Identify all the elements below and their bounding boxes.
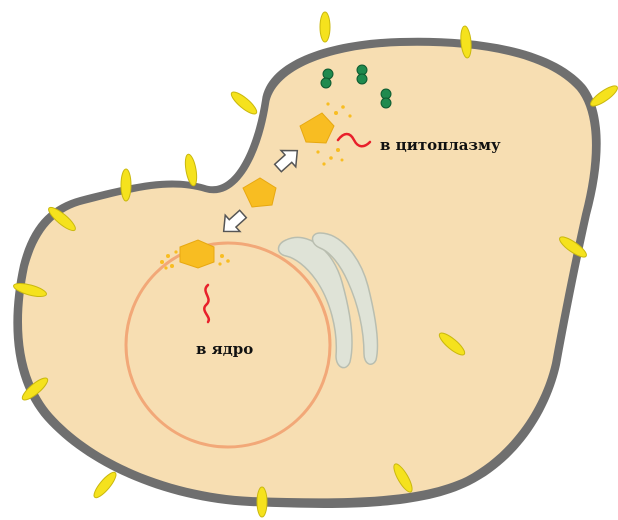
receptor-icon bbox=[121, 169, 131, 201]
cytoplasm bbox=[22, 46, 592, 499]
receptor-icon bbox=[91, 470, 119, 501]
receptor-icon bbox=[257, 487, 267, 517]
receptor-icon bbox=[320, 12, 330, 42]
label-nucleus: в ядро bbox=[196, 340, 253, 358]
receptor-icon bbox=[229, 89, 260, 117]
receptor-icon bbox=[588, 83, 618, 110]
label-cytoplasm: в цитоплазму bbox=[380, 136, 501, 154]
